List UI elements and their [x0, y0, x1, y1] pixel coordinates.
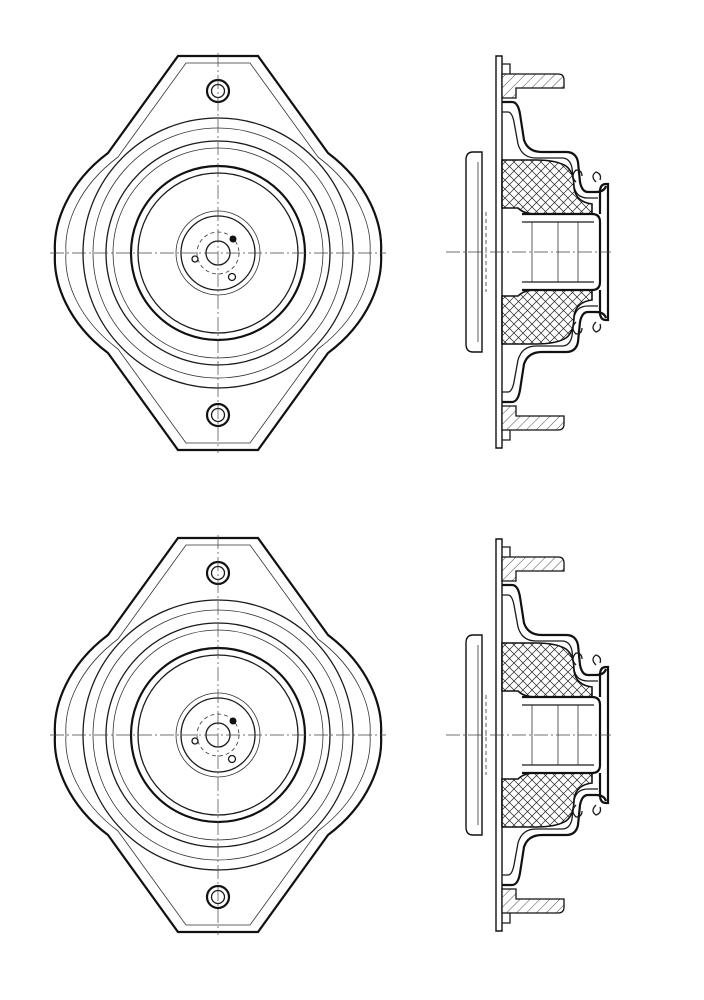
plan-view-top: [48, 51, 388, 455]
plan-view-bottom: [48, 533, 388, 937]
section-view-bottom: [444, 537, 613, 933]
section-view-top: [444, 54, 613, 450]
